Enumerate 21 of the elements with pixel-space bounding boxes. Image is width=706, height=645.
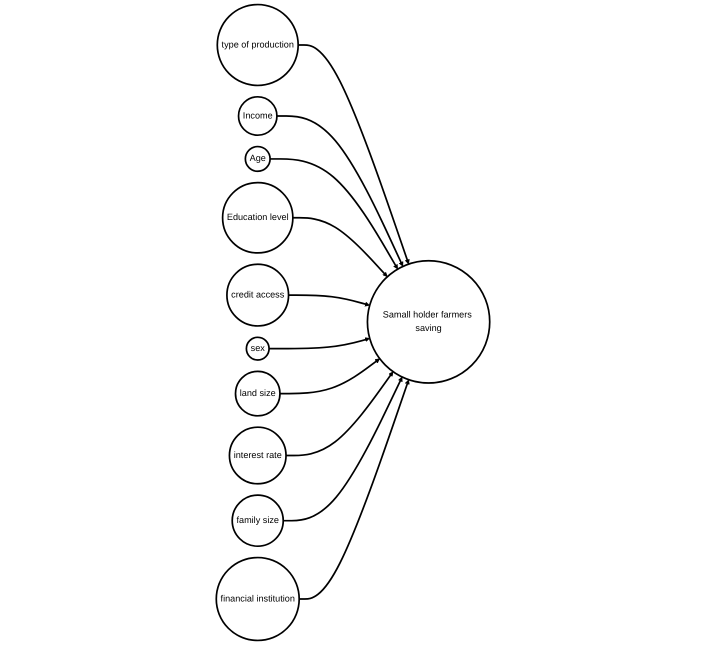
node-circle: interest rate	[228, 426, 287, 485]
arrow	[292, 216, 388, 277]
arrow	[276, 115, 404, 267]
node-circle: Education level	[222, 182, 294, 254]
arrow	[298, 44, 410, 264]
node-circle: Samall holder farmers saving	[366, 260, 491, 384]
node-circle: Age	[244, 146, 271, 172]
node-circle: sex	[246, 336, 270, 361]
node-circle: financial institution	[215, 556, 300, 642]
node-circle: land size	[234, 370, 281, 417]
arrow	[288, 294, 370, 307]
node-circle: type of production	[216, 4, 300, 86]
arrow	[283, 376, 402, 522]
node-circle: Income	[238, 96, 278, 136]
arrow	[269, 337, 370, 350]
arrow	[286, 371, 394, 456]
node-circle: credit access	[226, 263, 290, 327]
arrow	[299, 379, 410, 600]
node-circle: family size	[231, 494, 284, 548]
arrow	[280, 358, 380, 394]
arrow	[270, 158, 398, 270]
